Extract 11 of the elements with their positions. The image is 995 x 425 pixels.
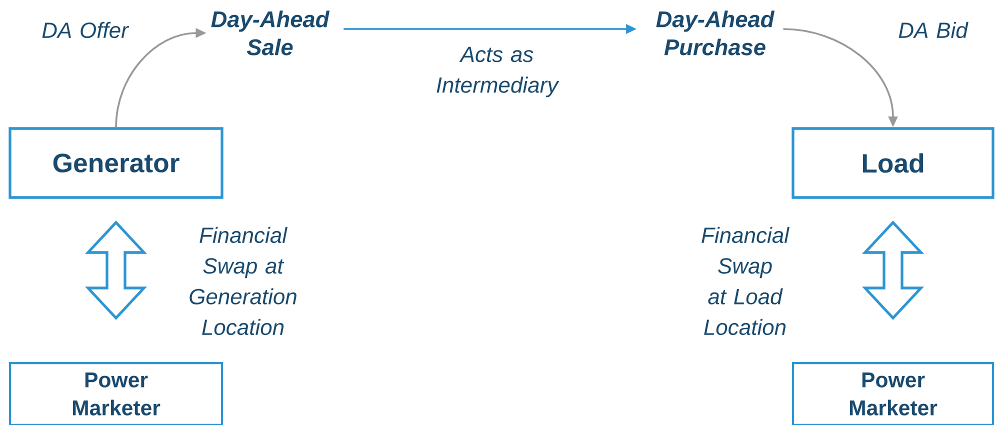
edge-label: DA Offer [42,22,130,38]
edge-label: DA Bid [898,22,968,38]
node-heading: Day-Ahead Purchase [656,10,775,56]
entity-box: Generator [8,127,224,199]
entity-box: Power Marketer [792,362,994,425]
edge-label: Financial Swap at Generation Location [190,226,296,336]
edge-label: Financial Swap at Load Location [702,226,790,336]
entity-box: Power Marketer [8,362,224,425]
node-heading: Day-Ahead Sale [211,10,330,56]
entity-box: Load [792,127,994,199]
edge-label: Acts as Intermediary [436,46,560,98]
